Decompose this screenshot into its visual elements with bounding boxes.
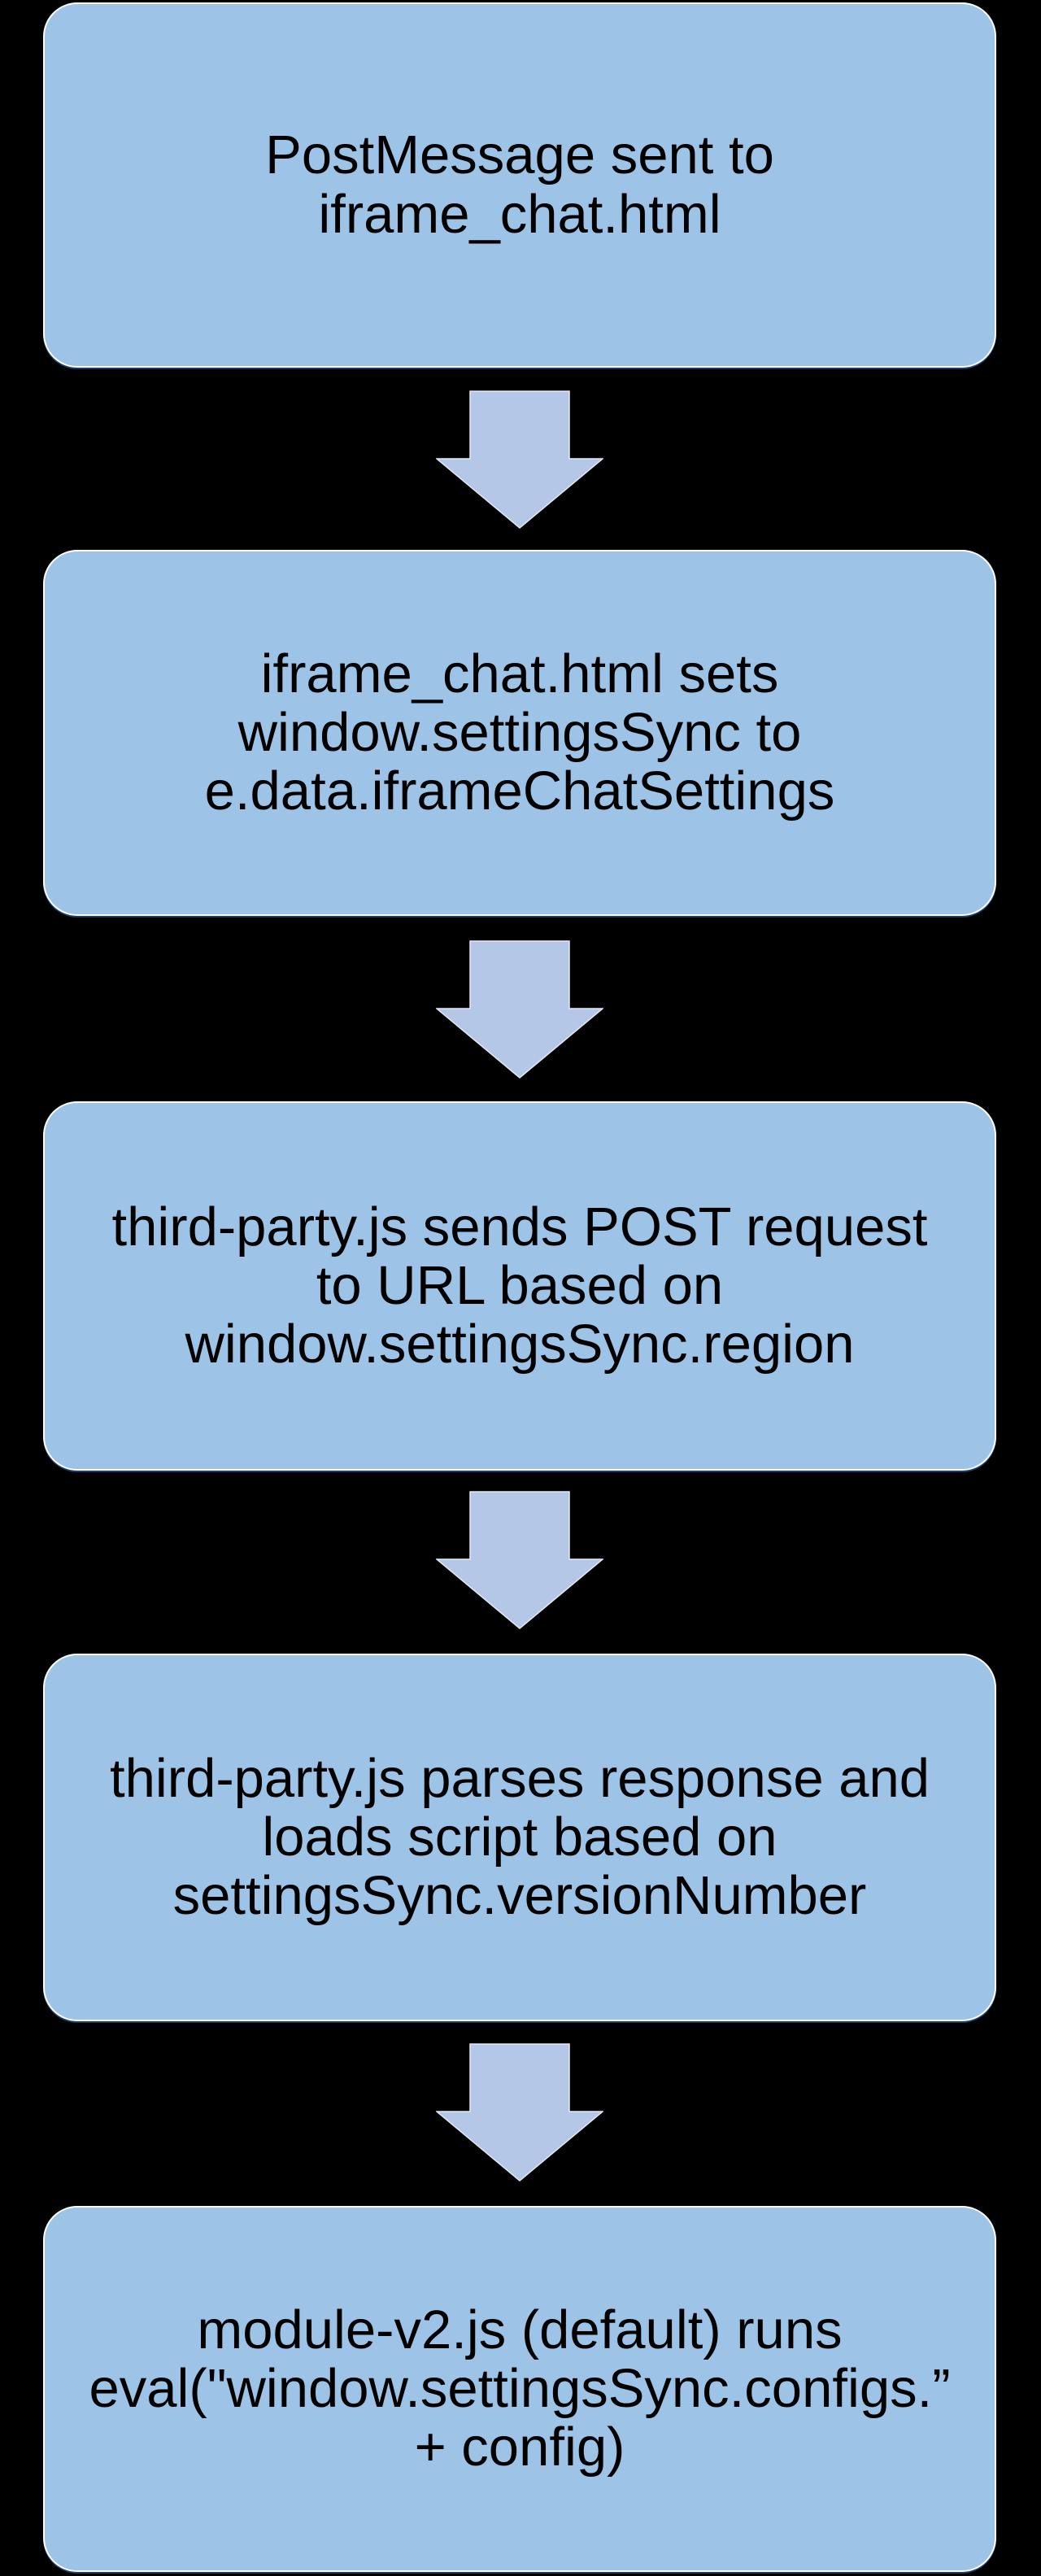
flow-step-5-box: module-v2.js (default) runs eval("window…: [43, 2206, 996, 2572]
down-arrow-4-icon: [436, 2043, 603, 2182]
flow-step-2-box: iframe_chat.html sets window.settingsSyn…: [43, 550, 996, 916]
flow-step-1-box: PostMessage sent to iframe_chat.html: [43, 2, 996, 368]
down-arrow-1-icon: [436, 390, 603, 529]
down-arrow-2-icon: [436, 940, 603, 1079]
flow-step-3-box: third-party.js sends POST request to URL…: [43, 1101, 996, 1471]
flow-step-5-text: module-v2.js (default) runs eval("window…: [89, 2299, 951, 2478]
flow-step-1-text: PostMessage sent to iframe_chat.html: [265, 124, 774, 245]
flow-step-2-text: iframe_chat.html sets window.settingsSyn…: [204, 643, 835, 822]
down-arrow-3-icon: [436, 1491, 603, 1629]
flow-step-3-text: third-party.js sends POST request to URL…: [111, 1196, 928, 1375]
flow-step-4-text: third-party.js parses response and loads…: [110, 1747, 930, 1926]
flow-step-4-box: third-party.js parses response and loads…: [43, 1654, 996, 2021]
